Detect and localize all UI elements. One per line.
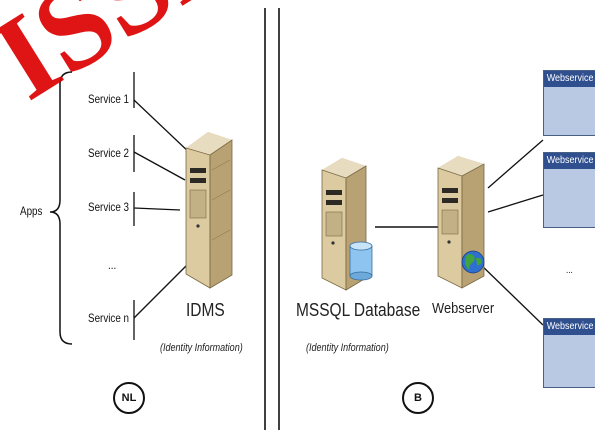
- service-ellipsis: ...: [108, 258, 117, 272]
- webservice-title-n: Webservice n: [544, 319, 595, 335]
- idms-label: IDMS: [186, 300, 225, 320]
- connector-service2-idms: [133, 151, 186, 181]
- service-label-2: Service 2: [88, 146, 130, 160]
- service-label-3: Service 3: [88, 200, 130, 214]
- connector-webserver-ws2: [487, 194, 544, 213]
- b-marker: B: [402, 382, 434, 414]
- webservice-box-1: Webservice 1: [543, 70, 595, 136]
- service-label-n: Service n: [88, 311, 130, 325]
- connector-servicen-idms: [133, 261, 191, 319]
- database-caption: (Identity Information): [306, 342, 389, 354]
- nl-marker: NL: [113, 382, 145, 414]
- webservice-title-1: Webservice 1: [544, 71, 595, 87]
- webservice-ellipsis: ...: [566, 265, 573, 276]
- webservice-box-n: Webservice n: [543, 318, 595, 388]
- server-tower-icon: [185, 132, 233, 289]
- database-label: MSSQL Database: [296, 300, 421, 320]
- curly-brace-icon: [49, 71, 73, 345]
- globe-icon: [461, 250, 485, 274]
- connector-webserver-wsn: [477, 261, 544, 326]
- apps-group-label: Apps: [20, 204, 43, 218]
- connector-service1-idms: [133, 99, 193, 156]
- service-label-1: Service 1: [88, 92, 130, 106]
- database-cylinder-icon: [349, 241, 373, 281]
- webserver-label: Webserver: [432, 300, 495, 317]
- connector-service3-idms: [133, 207, 181, 211]
- webservice-box-2: Webservice 2: [543, 152, 595, 228]
- webservice-title-2: Webservice 2: [544, 153, 595, 169]
- connector-webserver-ws1: [487, 139, 544, 189]
- idms-caption: (Identity Information): [160, 342, 243, 354]
